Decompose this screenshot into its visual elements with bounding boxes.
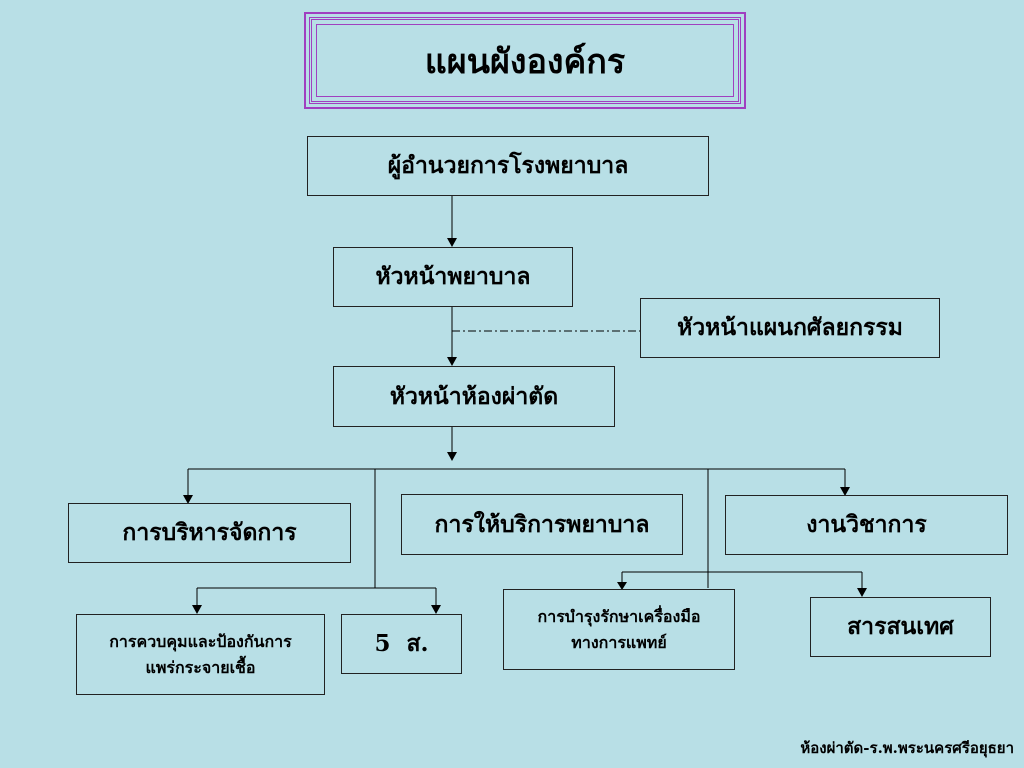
node-head-or: หัวหน้าห้องผ่าตัด: [333, 366, 615, 427]
node-equipment: การบำรุงรักษาเครื่องมือ ทางการแพทย์: [503, 589, 735, 670]
node-infection-control-line1: การควบคุมและป้องกันการ: [109, 631, 292, 651]
title-frame: แผนผังองค์กร: [304, 12, 746, 109]
node-infection-control-line2: แพร่กระจายเชื้อ: [145, 657, 256, 677]
node-five-s: 5 ส.: [341, 614, 462, 674]
page-title: แผนผังองค์กร: [309, 17, 741, 104]
node-director: ผู้อำนวยการโรงพยาบาล: [307, 136, 709, 196]
node-head-nurse: หัวหน้าพยาบาล: [333, 247, 573, 307]
node-information: สารสนเทศ: [810, 597, 991, 657]
node-head-surgery-dept: หัวหน้าแผนกศัลยกรรม: [640, 298, 940, 358]
node-equipment-line1: การบำรุงรักษาเครื่องมือ: [537, 606, 701, 626]
footer-caption: ห้องผ่าตัด-ร.พ.พระนครศรีอยุธยา: [800, 739, 1014, 757]
node-academic: งานวิชาการ: [725, 495, 1008, 555]
node-infection-control: การควบคุมและป้องกันการ แพร่กระจายเชื้อ: [76, 614, 325, 695]
node-management: การบริหารจัดการ: [68, 503, 351, 563]
node-equipment-line2: ทางการแพทย์: [571, 632, 667, 652]
node-nursing-service: การให้บริการพยาบาล: [401, 494, 683, 555]
